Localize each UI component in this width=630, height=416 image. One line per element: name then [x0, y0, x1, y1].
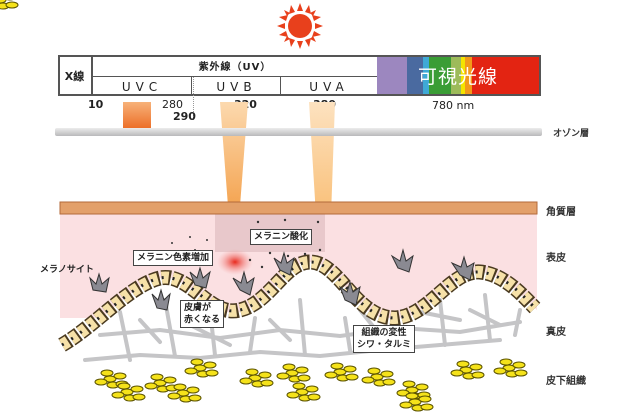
visible-color-band: [429, 57, 451, 94]
tissue-degeneration-callout: 組織の変性 シワ・タルミ: [353, 325, 416, 353]
uvc-uvb-divider-dotted: [193, 77, 194, 120]
visible-light-label: 可視光線: [417, 66, 498, 88]
collagen-network: [83, 293, 522, 362]
stratum-corneum-label: 角質層: [546, 207, 576, 218]
melanin-increase-callout: メラニン色素増加: [133, 250, 214, 266]
dermis-area: [60, 262, 537, 360]
band-uvc: UVC: [93, 77, 192, 96]
visible-color-band: [407, 57, 423, 94]
epidermis-label: 表皮: [546, 253, 566, 264]
tissue-line2: シワ・タルミ: [357, 340, 412, 350]
visible-color-band: [465, 57, 472, 94]
basal-cell-layer: [58, 254, 541, 352]
xray-label: X線: [58, 55, 93, 96]
wavelength-280: 280: [162, 98, 183, 111]
skin-redness-line1: 皮膚が: [184, 303, 212, 313]
uvb-beam: [220, 102, 248, 258]
visible-color-band: [423, 57, 429, 94]
visible-color-band: [451, 57, 461, 94]
ozone-layer-label: オゾン層: [553, 129, 590, 139]
stratum-corneum-layer: [59, 201, 538, 215]
fat-cell-clusters: [0, 0, 19, 10]
melanocyte-label: メラノサイト: [40, 265, 94, 275]
visible-color-band: [461, 57, 465, 94]
melanin-oxidation-callout: メラニン酸化: [250, 229, 313, 245]
skin-redness-line2: 赤くなる: [184, 315, 221, 325]
sun-icon: [277, 3, 323, 49]
uv-header: 紫外線（UV）: [93, 55, 377, 77]
subcutaneous-tissue-label: 皮下組織: [546, 376, 586, 387]
visible-spectrum-bar: [377, 57, 539, 94]
melanocyte-cells: [89, 248, 475, 311]
visible-color-band: [472, 57, 539, 94]
uvc-ray-block: [123, 102, 151, 130]
wavelength-290: 290: [173, 110, 196, 123]
band-uva: UVA: [309, 79, 349, 94]
skin-redness-callout: 皮膚が 赤くなる: [180, 300, 225, 328]
wavelength-10: 10: [88, 98, 104, 111]
band-uvb: UVB: [193, 77, 281, 96]
inflammation-glow: [217, 249, 253, 275]
tissue-line1: 組織の変性: [361, 328, 407, 338]
visible-color-band: [377, 57, 407, 94]
ozone-layer-bar: [55, 128, 542, 136]
wavelength-780nm: 780 nm: [432, 99, 475, 112]
dermis-label: 真皮: [546, 327, 566, 338]
